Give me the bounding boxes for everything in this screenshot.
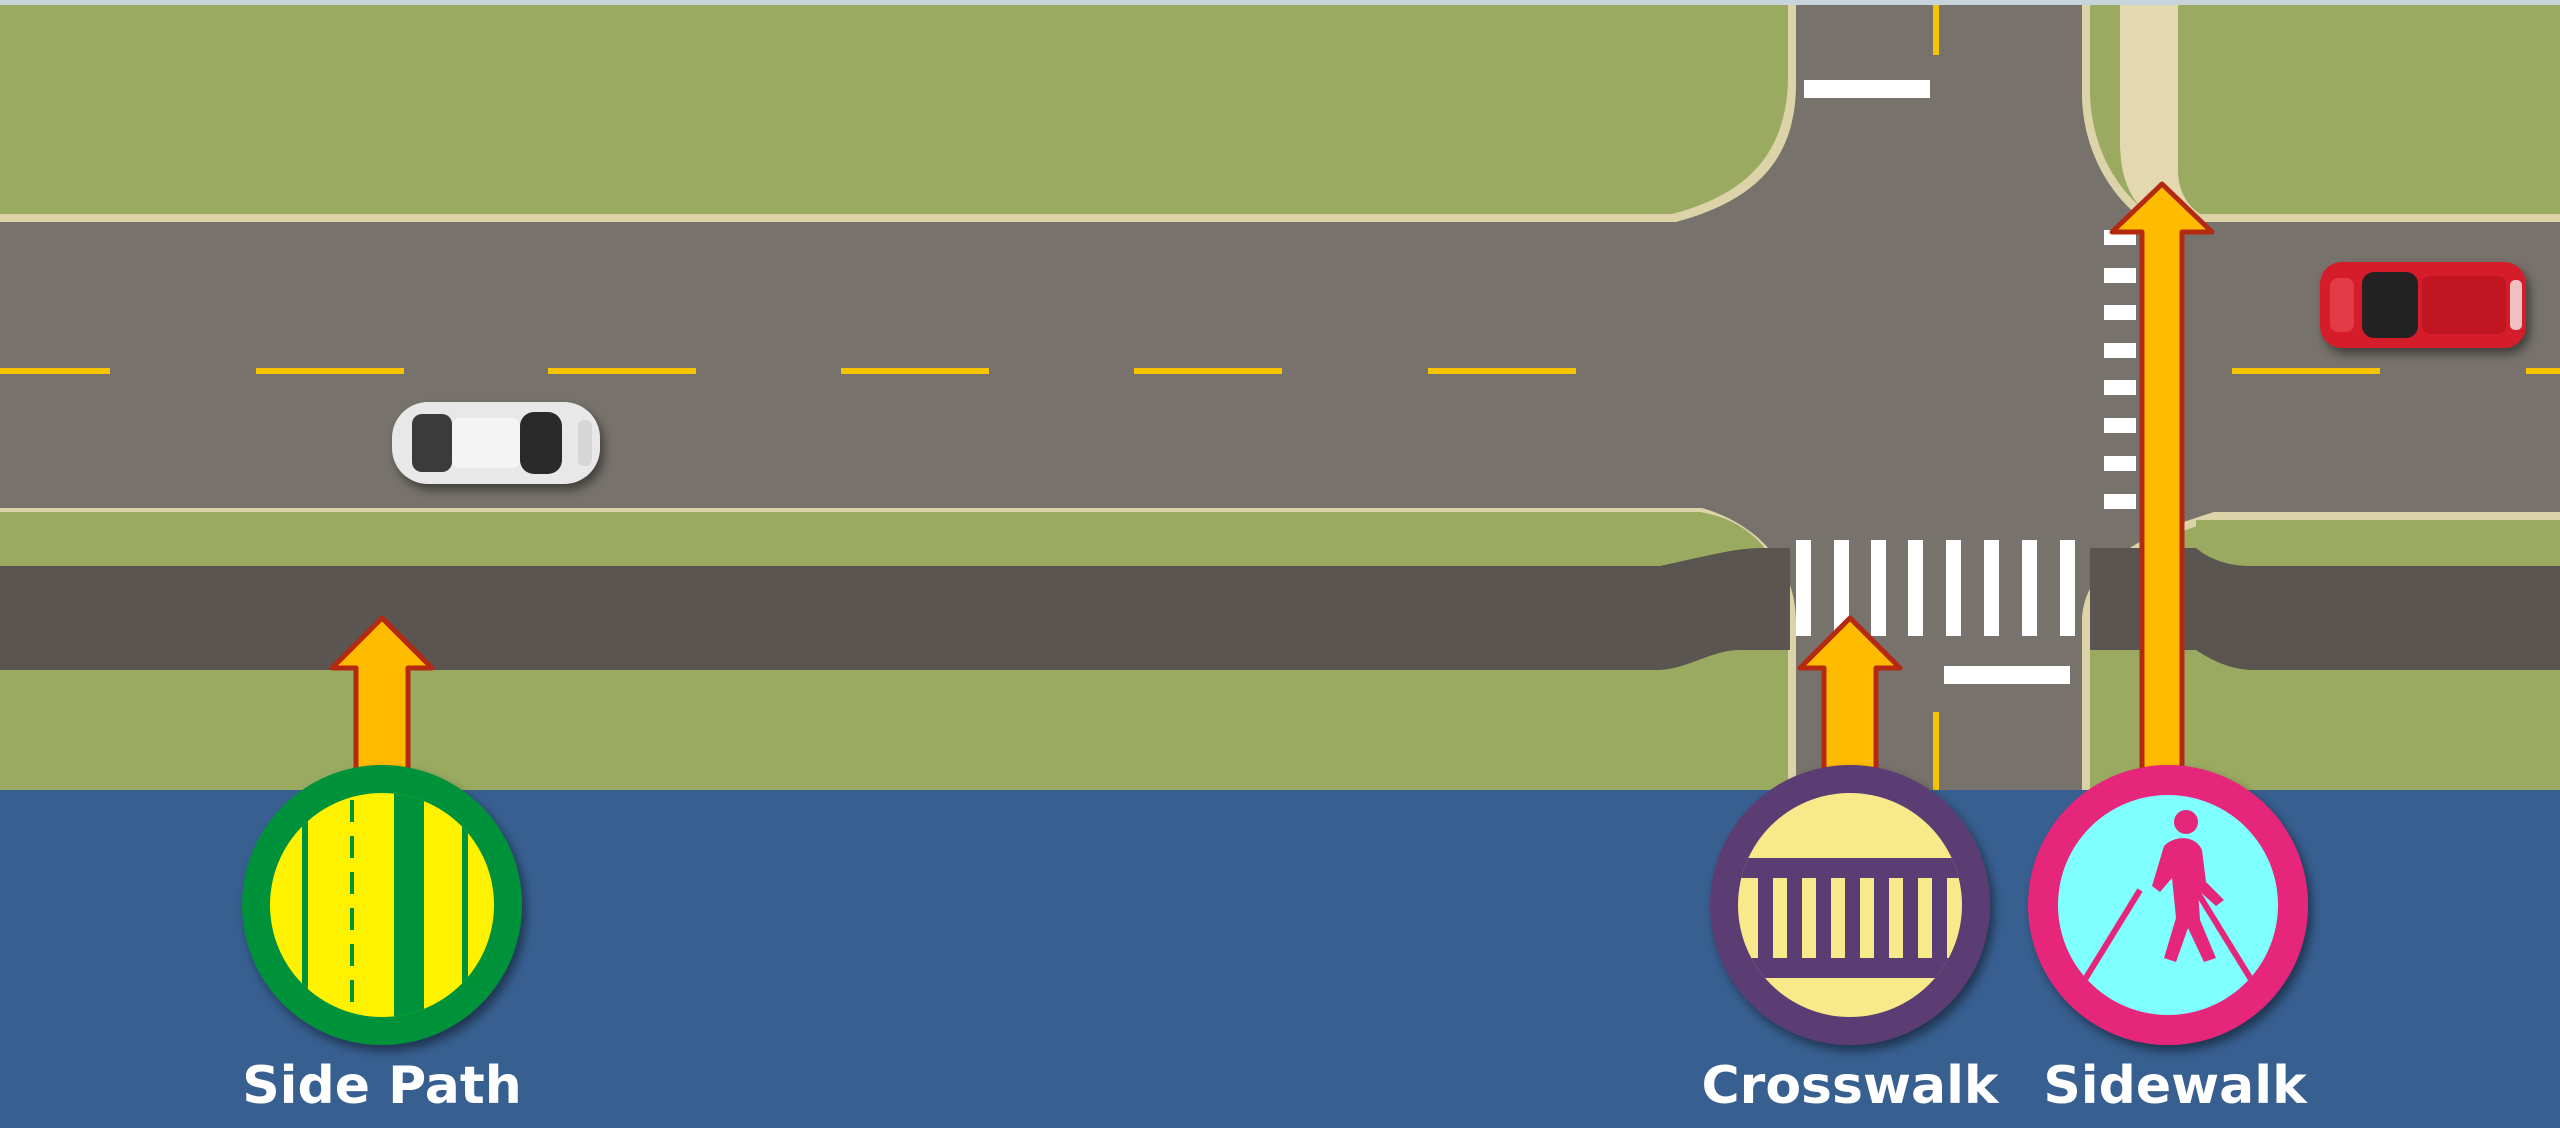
side-road-center-bottom — [1933, 712, 1939, 790]
stop-bar-north — [1804, 80, 1930, 98]
grass-buffer — [0, 518, 1660, 566]
grass-buffer-right — [2196, 520, 2560, 565]
pedestrian-icon — [2028, 765, 2308, 1045]
crosswalk-label: Crosswalk — [1702, 1060, 1999, 1112]
stop-bar-south — [1944, 666, 2070, 684]
side-path-icon — [242, 765, 522, 1045]
sidewalk-label: Sidewalk — [2043, 1060, 2306, 1112]
top-strip — [0, 0, 2560, 5]
red-car — [2320, 262, 2526, 348]
white-car — [392, 402, 600, 484]
grass-lower — [0, 672, 1788, 790]
side-path-label: Side Path — [242, 1060, 522, 1112]
crosswalk-icon — [1710, 765, 1990, 1045]
side-road-center-top — [1933, 5, 1939, 55]
